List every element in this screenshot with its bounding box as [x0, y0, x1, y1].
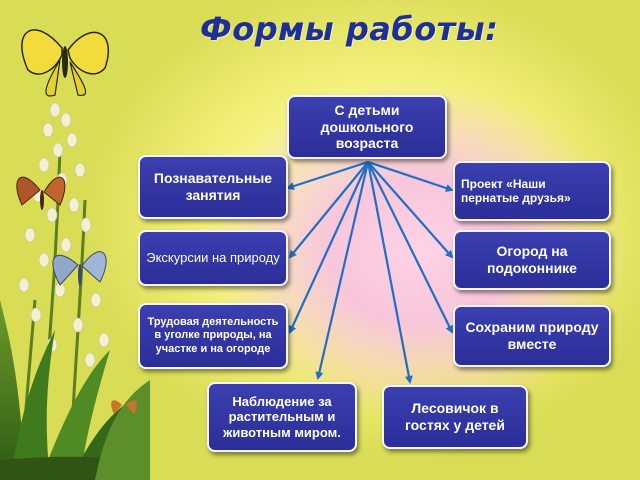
arrow-to-right-1	[367, 160, 454, 192]
blue-butterfly-icon	[52, 251, 107, 286]
node-bottom-1-label: Наблюдение за растительным и животным ми…	[223, 393, 341, 440]
node-right-2-label: Огород на подоконнике	[487, 243, 577, 276]
node-right-1: Проект «Наши пернатые друзья»	[453, 161, 611, 221]
node-left-1-label: Познавательные занятия	[153, 170, 273, 203]
center-node: С детьми дошкольного возраста	[287, 95, 447, 159]
node-bottom-2-label: Лесовичок в гостях у детей	[405, 400, 505, 433]
arrow-to-left-1	[286, 160, 369, 190]
node-left-1: Познавательные занятия	[138, 155, 288, 219]
arrow-to-right-3	[367, 161, 453, 334]
page-title: Формы работы:	[200, 10, 499, 48]
node-right-2: Огород на подоконнике	[453, 230, 611, 290]
node-right-3: Сохраним природу вместе	[453, 305, 611, 367]
center-node-label: С детьми дошкольного возраста	[320, 101, 414, 152]
node-left-3-label: Трудовая деятельность в уголке природы, …	[147, 316, 279, 355]
arrow-to-right-2	[367, 161, 454, 259]
meadow-illustration	[0, 29, 150, 480]
node-left-2-label: Экскурсии на природу	[146, 250, 280, 266]
arrow-to-left-3	[288, 161, 369, 334]
arrow-to-bottom-1	[315, 161, 370, 380]
node-bottom-1: Наблюдение за растительным и животным ми…	[207, 382, 357, 452]
node-left-3: Трудовая деятельность в уголке природы, …	[138, 303, 288, 369]
yellow-butterfly-icon	[21, 29, 110, 97]
orange-butterfly-icon	[111, 400, 137, 414]
node-right-1-label: Проект «Наши пернатые друзья»	[461, 176, 571, 205]
arrow-to-bottom-2	[366, 161, 413, 384]
arrow-to-left-2	[288, 161, 369, 259]
node-left-2: Экскурсии на природу	[138, 230, 288, 286]
node-right-3-label: Сохраним природу вместе	[465, 319, 599, 352]
node-bottom-2: Лесовичок в гостях у детей	[382, 385, 528, 449]
brown-butterfly-icon	[16, 176, 66, 210]
